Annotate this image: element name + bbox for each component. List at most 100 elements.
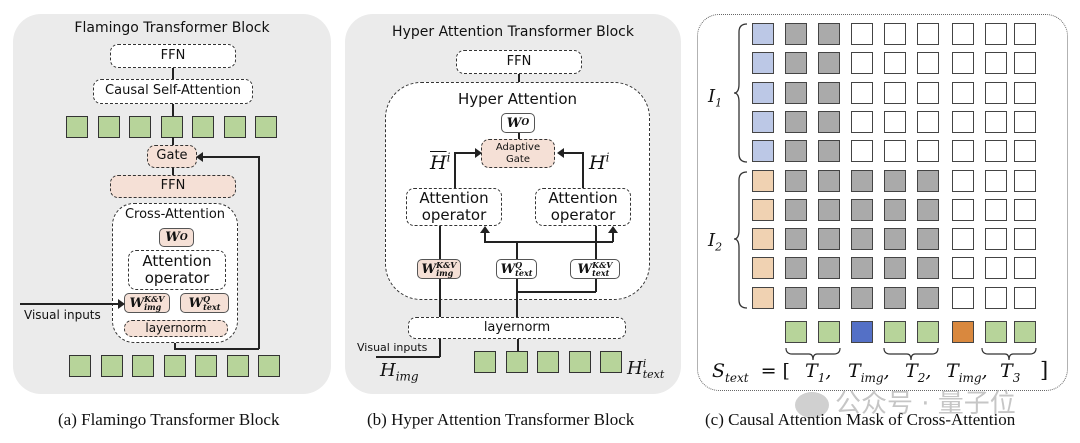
mask-cell-gray (851, 287, 873, 309)
h-hat-label: Hi (589, 150, 610, 174)
mask-cell-white (851, 111, 873, 133)
mask-cell-img1 (752, 23, 774, 45)
mask-cell-gray (785, 199, 807, 221)
arrowhead-icon (608, 226, 618, 233)
mask-cell-white (851, 82, 873, 104)
visual-inputs-label-b: Visual inputs (357, 341, 428, 354)
mask-cell-gray (818, 52, 840, 74)
i1-brace-icon (733, 23, 748, 163)
mask-cell-white (884, 23, 906, 45)
mask-cell-gray (884, 228, 906, 250)
text-token (163, 355, 186, 377)
mask-cell-white (1014, 140, 1036, 162)
mask-cell-gray (818, 111, 840, 133)
causal-self-attention: Causal Self-Attention (93, 79, 253, 104)
mask-cell-white (952, 228, 974, 250)
mask-cell-white (884, 140, 906, 162)
h-bar-label: Hi (430, 150, 451, 174)
mask-cell-white (985, 287, 1007, 309)
mask-cell-img2 (752, 287, 774, 309)
gate-box: Gate (147, 145, 197, 168)
hyper-attention-title: Hyper Attention Transformer Block (392, 24, 634, 40)
mask-cell-white (985, 82, 1007, 104)
mask-cell-gray (785, 170, 807, 192)
t3-label: T3 (1000, 360, 1021, 385)
watermark: 公众号 · 量子位 (795, 383, 1016, 420)
text-token (785, 321, 807, 343)
mask-cell-white (917, 52, 939, 74)
mask-cell-gray (884, 287, 906, 309)
mask-cell-img1 (752, 111, 774, 133)
mask-cell-white (985, 111, 1007, 133)
mask-cell-img2 (752, 170, 774, 192)
mask-cell-white (985, 257, 1007, 279)
mask-cell-gray (917, 287, 939, 309)
arrowhead-icon (480, 226, 490, 233)
caption-a: (a) Flamingo Transformer Block (58, 410, 280, 429)
mask-cell-white (985, 140, 1007, 162)
t-img-a-label: Timg, (848, 360, 890, 385)
text-token (884, 321, 906, 343)
text-token (100, 355, 123, 377)
mask-cell-white (1014, 199, 1036, 221)
caption-b: (b) Hyper Attention Transformer Block (367, 410, 635, 429)
visual-inputs-label: Visual inputs (24, 308, 101, 322)
mask-panel (697, 14, 1068, 391)
text-token (195, 355, 217, 377)
mask-cell-gray (785, 140, 807, 162)
t1-brace-icon (785, 347, 841, 361)
mask-cell-gray (785, 111, 807, 133)
mask-cell-gray (851, 228, 873, 250)
mask-cell-white (952, 111, 974, 133)
mask-cell-gray (818, 228, 840, 250)
mask-cell-white (985, 228, 1007, 250)
mask-cell-gray (785, 287, 807, 309)
text-token (160, 116, 183, 138)
wechat-icon (795, 391, 829, 418)
mask-cell-gray (785, 228, 807, 250)
i2-label: I2 (708, 230, 723, 254)
text-token (505, 351, 528, 373)
mask-cell-gray (818, 170, 840, 192)
image-token (952, 321, 974, 343)
mask-cell-white (952, 52, 974, 74)
mask-cell-white (884, 111, 906, 133)
mask-cell-gray (851, 170, 873, 192)
mask-cell-white (985, 199, 1007, 221)
image-token (851, 321, 873, 343)
text-token (255, 116, 277, 138)
t2-brace-icon (883, 347, 939, 361)
text-token (917, 321, 939, 343)
text-token (818, 321, 840, 343)
arrowhead-icon (118, 299, 125, 309)
mask-cell-white (952, 170, 974, 192)
mask-cell-white (851, 23, 873, 45)
mask-cell-white (952, 140, 974, 162)
mask-cell-gray (884, 199, 906, 221)
mask-cell-gray (851, 257, 873, 279)
mask-cell-white (1014, 52, 1036, 74)
arrowhead-icon (196, 152, 203, 162)
mask-cell-gray (785, 52, 807, 74)
hyper-layernorm: layernorm (408, 317, 626, 339)
mask-cell-white (884, 82, 906, 104)
cross-attention-label: Cross-Attention (124, 207, 226, 222)
t-img-b-label: Timg, (946, 360, 988, 385)
flamingo-title: Flamingo Transformer Block (74, 20, 270, 36)
mask-cell-white (1014, 111, 1036, 133)
mask-cell-gray (917, 257, 939, 279)
text-token (258, 355, 280, 377)
t2-label: T2, (905, 360, 932, 385)
i2-brace-icon (733, 171, 748, 309)
text-token (129, 116, 151, 138)
mask-cell-gray (818, 82, 840, 104)
mask-cell-gray (818, 140, 840, 162)
mask-cell-img1 (752, 82, 774, 104)
mask-cell-white (1014, 82, 1036, 104)
